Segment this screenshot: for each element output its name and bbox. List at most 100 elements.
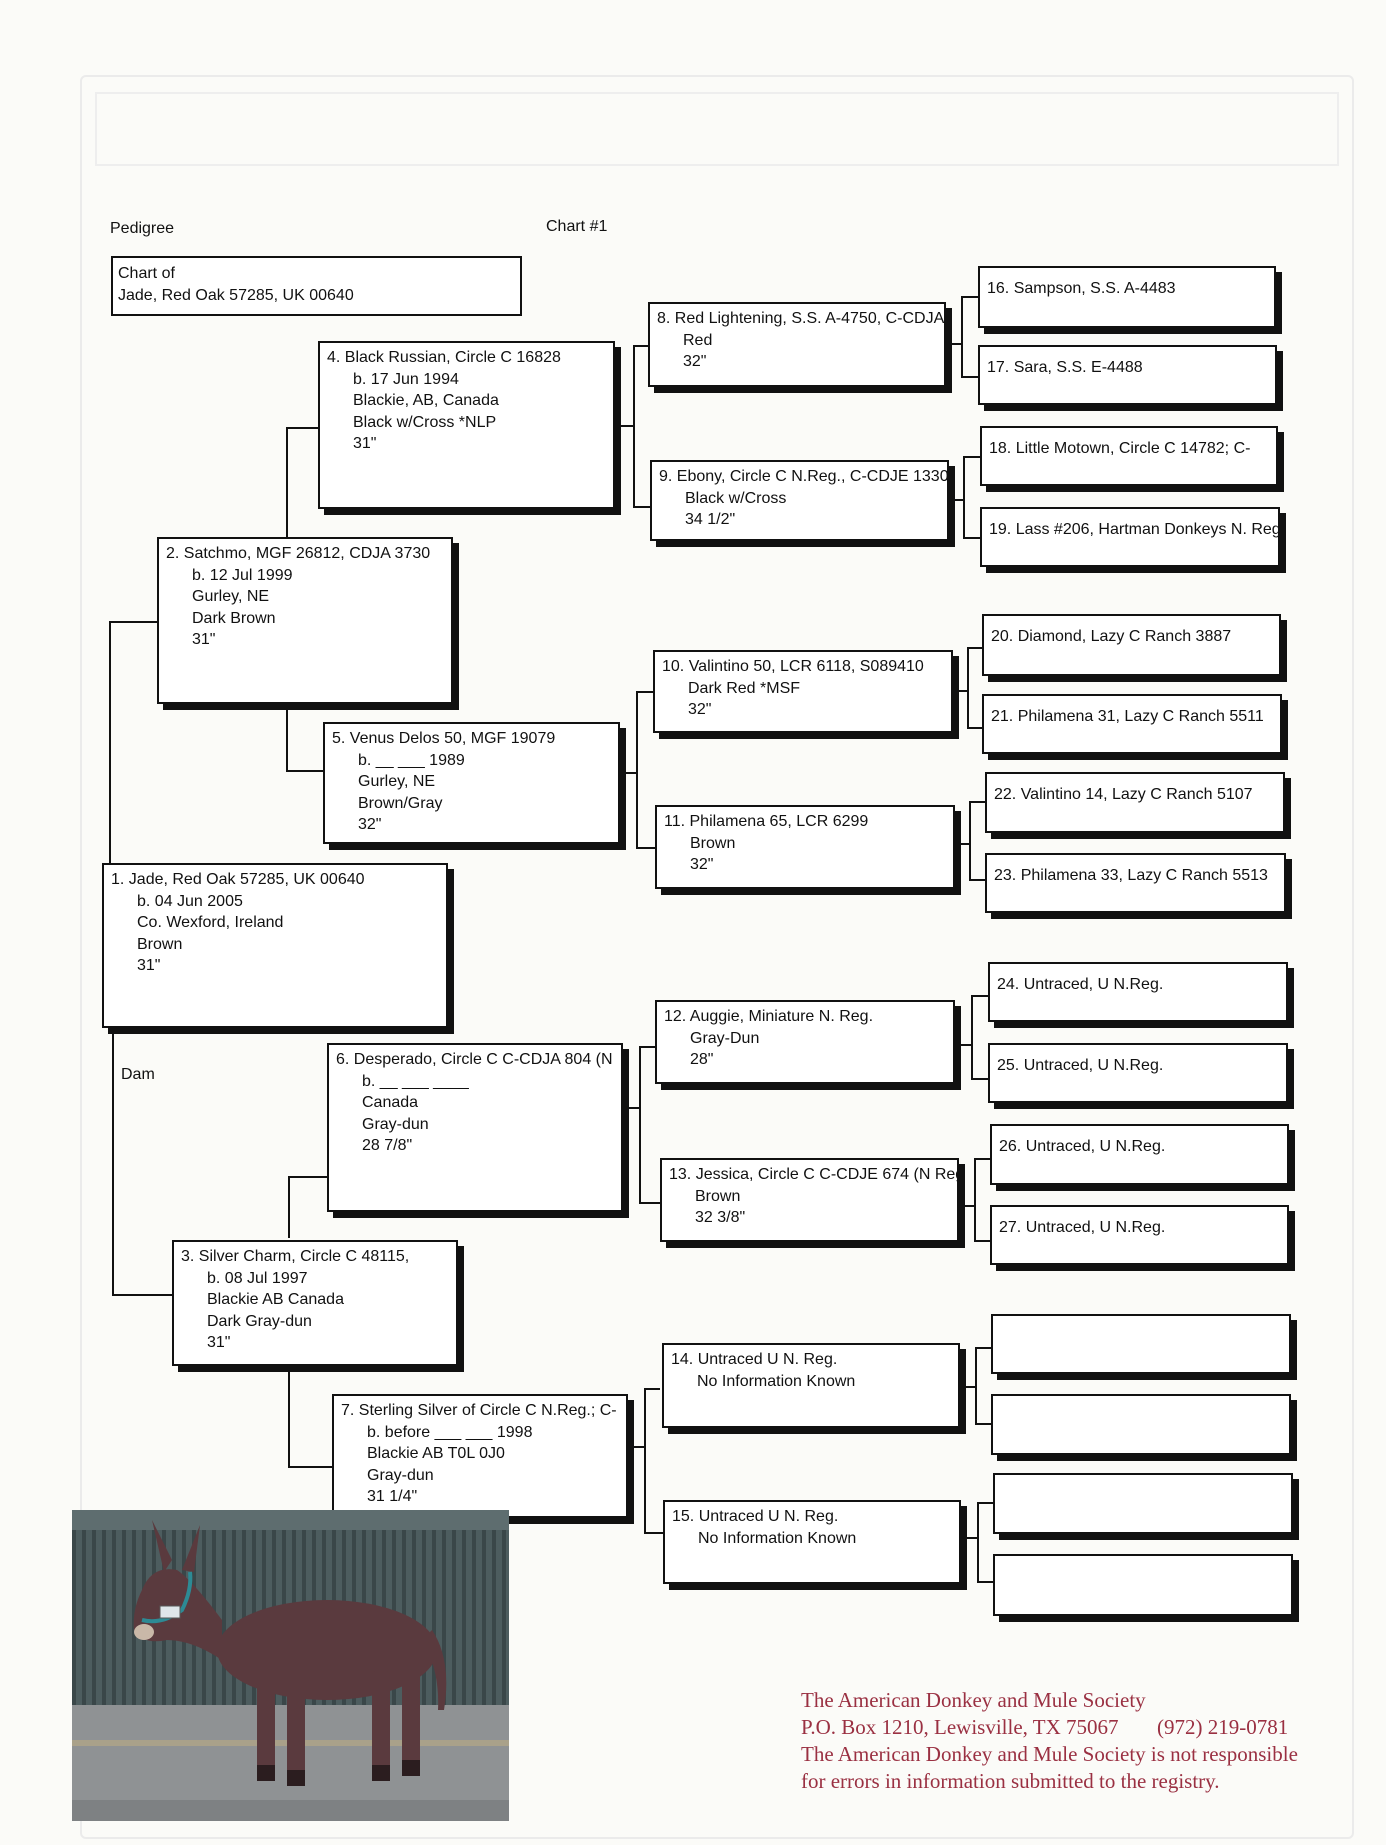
animal-14-info: No Information Known [697, 1372, 856, 1390]
animal-box-21: 21. Philamena 31, Lazy C Ranch 5511 [982, 694, 1282, 754]
animal-2-place: Gurley, NE [192, 588, 270, 605]
animal-box-13: 13. Jessica, Circle C C-CDJE 674 (N Reg … [660, 1158, 959, 1242]
animal-11-color: Brown [690, 834, 736, 852]
society-disclaimer-2: for errors in information submitted to t… [801, 1769, 1220, 1793]
animal-box-28-empty [991, 1314, 1291, 1374]
animal-box-2: 2. Satchmo, MGF 26812, CDJA 3730 b. 12 J… [157, 537, 453, 704]
animal-12-height: 28" [690, 1051, 714, 1068]
animal-9-name: 9. Ebony, Circle C N.Reg., C-CDJE 1330 [659, 468, 949, 485]
animal-7-name: 7. Sterling Silver of Circle C N.Reg.; C… [341, 1402, 617, 1419]
animal-21-name: 21. Philamena 31, Lazy C Ranch 5511 [991, 708, 1264, 725]
chart-of-box: Chart of Jade, Red Oak 57285, UK 00640 [111, 256, 522, 316]
animal-box-18: 18. Little Motown, Circle C 14782; C- [980, 426, 1278, 486]
animal-box-6: 6. Desperado, Circle C C-CDJA 804 (N b. … [327, 1043, 623, 1212]
chart-of-animal: Jade, Red Oak 57285, UK 00640 [118, 286, 354, 304]
animal-25-name: 25. Untraced, U N.Reg. [997, 1057, 1164, 1074]
animal-box-10: 10. Valintino 50, LCR 6118, S089410 Dark… [653, 650, 953, 733]
animal-box-15: 15. Untraced U N. Reg. No Information Kn… [663, 1500, 961, 1584]
animal-5-height: 32" [358, 816, 382, 833]
animal-6-birth: b. __ ___ ____ [362, 1072, 469, 1090]
society-phone: (972) 219-0781 [1157, 1715, 1289, 1739]
animal-1-name: 1. Jade, Red Oak 57285, UK 00640 [111, 871, 365, 888]
animal-1-place: Co. Wexford, Ireland [137, 914, 284, 931]
animal-13-color: Brown [695, 1187, 741, 1205]
animal-box-1: 1. Jade, Red Oak 57285, UK 00640 b. 04 J… [102, 863, 448, 1028]
animal-10-color: Dark Red *MSF [688, 679, 801, 697]
animal-4-place: Blackie, AB, Canada [353, 392, 499, 409]
animal-8-color: Red [683, 331, 713, 349]
animal-23-name: 23. Philamena 33, Lazy C Ranch 5513 [994, 867, 1268, 884]
animal-9-color: Black w/Cross [685, 489, 787, 507]
animal-15-name: 15. Untraced U N. Reg. [672, 1508, 839, 1525]
society-disclaimer-1: The American Donkey and Mule Society is … [801, 1742, 1298, 1766]
animal-box-24: 24. Untraced, U N.Reg. [988, 962, 1288, 1022]
certificate-border [80, 75, 1354, 1839]
animal-4-name: 4. Black Russian, Circle C 16828 [327, 349, 561, 366]
animal-17-name: 17. Sara, S.S. E-4488 [987, 359, 1143, 376]
animal-3-height: 31" [207, 1334, 231, 1351]
animal-18-name: 18. Little Motown, Circle C 14782; C- [989, 440, 1251, 457]
animal-19-name: 19. Lass #206, Hartman Donkeys N. Reg. [989, 521, 1280, 538]
animal-3-place: Blackie AB Canada [207, 1291, 344, 1308]
dam-label: Dam [121, 1066, 155, 1083]
animal-8-height: 32" [683, 353, 707, 370]
animal-box-7: 7. Sterling Silver of Circle C N.Reg.; C… [332, 1394, 628, 1518]
animal-7-birth: b. before ___ ___ 1998 [367, 1423, 533, 1441]
animal-4-color: Black w/Cross *NLP [353, 413, 497, 431]
animal-12-color: Gray-Dun [690, 1029, 760, 1047]
animal-box-9: 9. Ebony, Circle C N.Reg., C-CDJE 1330 B… [650, 460, 949, 541]
animal-9-height: 34 1/2" [685, 511, 736, 528]
animal-box-12: 12. Auggie, Miniature N. Reg. Gray-Dun 2… [655, 1000, 955, 1084]
animal-3-color: Dark Gray-dun [207, 1312, 312, 1330]
animal-4-birth: b. 17 Jun 1994 [353, 370, 459, 388]
animal-box-30-empty [993, 1473, 1293, 1534]
animal-5-place: Gurley, NE [358, 773, 436, 790]
animal-box-11: 11. Philamena 65, LCR 6299 Brown 32" [655, 805, 955, 889]
animal-11-name: 11. Philamena 65, LCR 6299 [664, 813, 869, 830]
animal-24-name: 24. Untraced, U N.Reg. [997, 976, 1164, 993]
animal-box-19: 19. Lass #206, Hartman Donkeys N. Reg. [980, 507, 1280, 567]
animal-27-name: 27. Untraced, U N.Reg. [999, 1219, 1166, 1236]
chart-of-label: Chart of [118, 265, 175, 282]
animal-14-name: 14. Untraced U N. Reg. [671, 1351, 838, 1368]
animal-2-name: 2. Satchmo, MGF 26812, CDJA 3730 [166, 545, 431, 562]
animal-box-8: 8. Red Lightening, S.S. A-4750, C-CDJA R… [648, 302, 946, 387]
society-address-row: P.O. Box 1210, Lewisville, TX 75067 (972… [801, 1714, 1298, 1741]
animal-1-color: Brown [137, 935, 183, 953]
animal-6-place: Canada [362, 1094, 419, 1111]
animal-20-name: 20. Diamond, Lazy C Ranch 3887 [991, 628, 1232, 645]
donkey-photo [72, 1510, 509, 1821]
animal-1-height: 31" [137, 957, 161, 974]
animal-13-name: 13. Jessica, Circle C C-CDJE 674 (N Reg [669, 1166, 959, 1183]
animal-box-23: 23. Philamena 33, Lazy C Ranch 5513 [985, 853, 1286, 913]
animal-6-name: 6. Desperado, Circle C C-CDJA 804 (N [336, 1051, 613, 1068]
animal-box-3: 3. Silver Charm, Circle C 48115, b. 08 J… [172, 1240, 458, 1366]
animal-5-birth: b. __ ___ 1989 [358, 751, 465, 769]
animal-22-name: 22. Valintino 14, Lazy C Ranch 5107 [994, 786, 1253, 803]
animal-4-height: 31" [353, 435, 377, 452]
animal-box-20: 20. Diamond, Lazy C Ranch 3887 [982, 614, 1281, 676]
animal-2-height: 31" [192, 631, 216, 648]
chart-number: Chart #1 [546, 218, 608, 235]
animal-7-height: 31 1/4" [367, 1488, 418, 1505]
animal-5-name: 5. Venus Delos 50, MGF 19079 [332, 730, 556, 747]
animal-11-height: 32" [690, 856, 714, 873]
animal-1-birth: b. 04 Jun 2005 [137, 892, 243, 910]
animal-box-14: 14. Untraced U N. Reg. No Information Kn… [662, 1343, 960, 1428]
animal-6-height: 28 7/8" [362, 1137, 413, 1154]
animal-2-birth: b. 12 Jul 1999 [192, 566, 293, 584]
certificate-title-band [95, 92, 1339, 166]
animal-box-4: 4. Black Russian, Circle C 16828 b. 17 J… [318, 341, 615, 509]
animal-box-29-empty [991, 1394, 1291, 1455]
animal-7-place: Blackie AB T0L 0J0 [367, 1445, 505, 1462]
animal-10-name: 10. Valintino 50, LCR 6118, S089410 [662, 658, 924, 675]
animal-16-name: 16. Sampson, S.S. A-4483 [987, 280, 1176, 297]
animal-box-26: 26. Untraced, U N.Reg. [990, 1124, 1289, 1185]
animal-box-5: 5. Venus Delos 50, MGF 19079 b. __ ___ 1… [323, 722, 620, 844]
animal-7-color: Gray-dun [367, 1466, 434, 1484]
society-footer: The American Donkey and Mule Society P.O… [801, 1687, 1298, 1795]
animal-10-height: 32" [688, 701, 712, 718]
animal-13-height: 32 3/8" [695, 1209, 746, 1226]
pedigree-heading: Pedigree [110, 220, 175, 237]
